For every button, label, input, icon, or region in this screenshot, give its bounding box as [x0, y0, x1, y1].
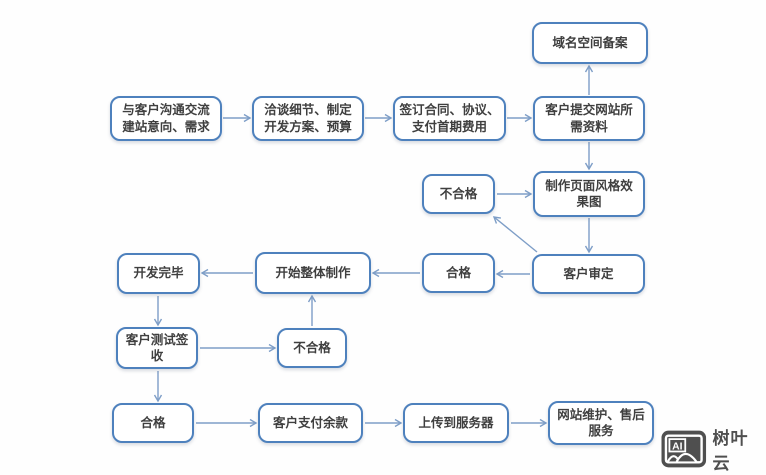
flow-node-qualified-style: 合格 — [422, 253, 495, 293]
flow-node-client-review: 客户审定 — [532, 254, 645, 294]
flow-edges — [153, 64, 594, 428]
flow-node-client-testing: 客户测试签 收 — [116, 327, 198, 369]
logo-ai-text: AI — [672, 441, 682, 452]
flow-node-unqualified-test: 不合格 — [277, 328, 347, 368]
edge-client-review-to-unqualified-style — [492, 216, 538, 253]
flow-node-style-mockup: 制作页面风格效 果图 — [533, 171, 645, 217]
flow-node-domain-filing: 域名空间备案 — [532, 22, 648, 64]
watermark-brand: 树叶云 — [712, 429, 749, 473]
flow-node-full-production: 开始整体制作 — [255, 252, 371, 294]
flow-node-negotiate: 洽谈细节、制定 开发方案、预算 — [252, 96, 364, 141]
flow-node-dev-complete: 开发完毕 — [117, 253, 200, 294]
flow-node-unqualified-style: 不合格 — [422, 174, 495, 214]
flow-node-contract: 签订合同、协议、 支付首期费用 — [393, 96, 506, 141]
watermark: AI 树叶云 — [661, 424, 766, 474]
flow-node-materials: 客户提交网站所 需资料 — [533, 96, 645, 141]
flow-node-maintenance: 网站维护、售后 服务 — [548, 401, 654, 445]
flow-node-communicate: 与客户沟通交流 建站意向、需求 — [110, 96, 222, 141]
shuyeyun-logo-icon: AI — [661, 430, 707, 468]
flow-node-pay-balance: 客户支付余款 — [258, 403, 363, 443]
flow-node-upload-server: 上传到服务器 — [403, 403, 509, 443]
flow-node-qualified-test: 合格 — [112, 403, 194, 443]
